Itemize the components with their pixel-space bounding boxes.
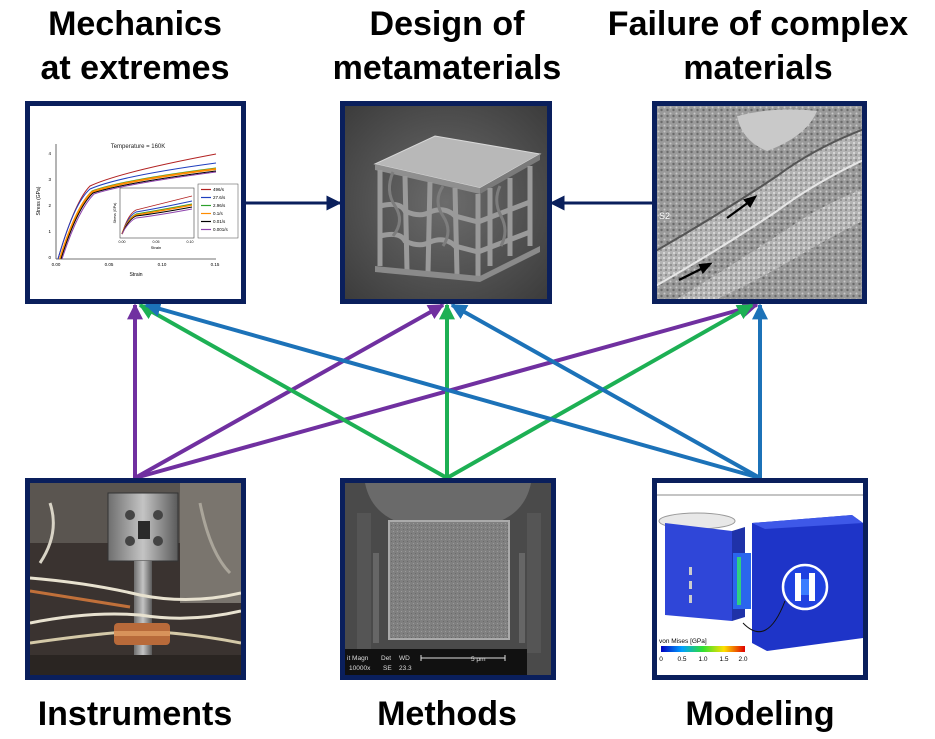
arrow-methods-to-mechanics xyxy=(138,303,448,480)
xtick-3: 0.15 xyxy=(211,262,220,267)
arrow-modeling-to-design xyxy=(450,303,761,480)
instrument-photo xyxy=(30,483,241,675)
arrow-modeling-to-mechanics xyxy=(144,301,761,480)
sem-scale-label: 5 μm xyxy=(471,656,486,663)
inset-xtick-2: 0.10 xyxy=(187,240,194,244)
sem-info-bar xyxy=(345,649,527,675)
ytick-4: 4 xyxy=(48,151,51,156)
fracture-sem-image: S2 xyxy=(657,106,862,299)
title-instruments: Instruments xyxy=(37,695,233,733)
curve-0.01 xyxy=(60,170,217,260)
curve-0.1 xyxy=(59,168,217,260)
panel-mechanics: Temperature = 160K 4 3 2 1 0 0.00 0.05 0… xyxy=(25,101,246,304)
panel-instruments xyxy=(25,478,246,680)
curve-0.001 xyxy=(61,171,217,260)
legend-label: 496/s xyxy=(213,187,225,192)
colorbar-tick-2: 1.0 xyxy=(698,656,707,663)
instrument-block xyxy=(107,492,179,562)
pillar-sem-image: it Magn 10000x Det SE WD 23.3 5 μm xyxy=(345,483,551,675)
ytick-3: 3 xyxy=(48,177,51,182)
title-design-line2: metamaterials xyxy=(332,49,562,87)
title-design: Design of metamaterials xyxy=(312,2,582,90)
xtick-1: 0.05 xyxy=(105,262,114,267)
legend-label: 0.001/s xyxy=(213,227,229,232)
curve-27 xyxy=(57,162,217,260)
xtick-2: 0.10 xyxy=(158,262,167,267)
title-failure-line2: materials xyxy=(683,49,833,87)
colorbar-tick-4: 2.0 xyxy=(738,656,747,663)
pillar xyxy=(388,520,510,640)
title-failure-line1: Failure of complex xyxy=(607,5,909,43)
sem-det-label: Det xyxy=(381,655,391,662)
inset-xtick-0: 0.00 xyxy=(119,240,126,244)
xlabel: Strain xyxy=(129,272,142,278)
legend-label: 2.96/s xyxy=(213,203,226,208)
arrow-instruments-to-design xyxy=(134,303,445,480)
fem-pillar xyxy=(733,553,751,609)
ytick-1: 1 xyxy=(48,229,51,234)
title-methods: Methods xyxy=(377,695,517,733)
panel-design xyxy=(340,101,552,304)
title-design-line1: Design of xyxy=(369,5,525,43)
ytick-2: 2 xyxy=(48,203,51,208)
lattice-sem-image xyxy=(345,106,547,299)
colorbar-tick-3: 1.5 xyxy=(719,656,728,663)
title-modeling: Modeling xyxy=(685,695,835,733)
sem-wd-value: 23.3 xyxy=(399,665,412,672)
panel-modeling: von Mises [GPa] 0 0.5 1.0 1.5 2.0 xyxy=(652,478,868,680)
inset-ylabel: Stress (GPa) xyxy=(113,203,117,224)
colorbar-tick-1: 0.5 xyxy=(677,656,686,663)
title-mechanics: Mechanics at extremes xyxy=(10,2,260,90)
stress-strain-plot: Temperature = 160K 4 3 2 1 0 0.00 0.05 0… xyxy=(30,106,241,299)
plot-title: Temperature = 160K xyxy=(111,144,166,150)
legend-label: 27.6/s xyxy=(213,195,226,200)
fem-model-image: von Mises [GPa] 0 0.5 1.0 1.5 2.0 xyxy=(657,483,863,675)
colorbar xyxy=(661,646,745,652)
sem-wd-label: WD xyxy=(399,655,410,662)
inset-xlabel: Strain xyxy=(151,245,161,250)
fracture-marker: S2 xyxy=(659,211,670,221)
panel-methods: it Magn 10000x Det SE WD 23.3 5 μm xyxy=(340,478,556,680)
xtick-0: 0.00 xyxy=(52,262,61,267)
legend-label: 0.1/s xyxy=(213,211,224,216)
ytick-0: 0 xyxy=(48,255,51,260)
panel-failure: S2 xyxy=(652,101,867,304)
colorbar-tick-0: 0 xyxy=(659,656,663,663)
arrow-methods-to-failure xyxy=(446,303,754,480)
ylabel: Stress (GPa) xyxy=(36,186,42,215)
sem-magn-label: it Magn xyxy=(347,655,369,662)
sem-det-value: SE xyxy=(383,665,392,672)
title-mechanics-line2: at extremes xyxy=(40,49,230,87)
legend-label: 0.01/s xyxy=(213,219,226,224)
colorbar-label: von Mises [GPa] xyxy=(659,638,707,645)
title-failure: Failure of complex materials xyxy=(588,2,928,90)
inset-xtick-1: 0.05 xyxy=(153,240,160,244)
sem-magn-value: 10000x xyxy=(349,665,371,672)
title-mechanics-line1: Mechanics xyxy=(48,5,222,43)
